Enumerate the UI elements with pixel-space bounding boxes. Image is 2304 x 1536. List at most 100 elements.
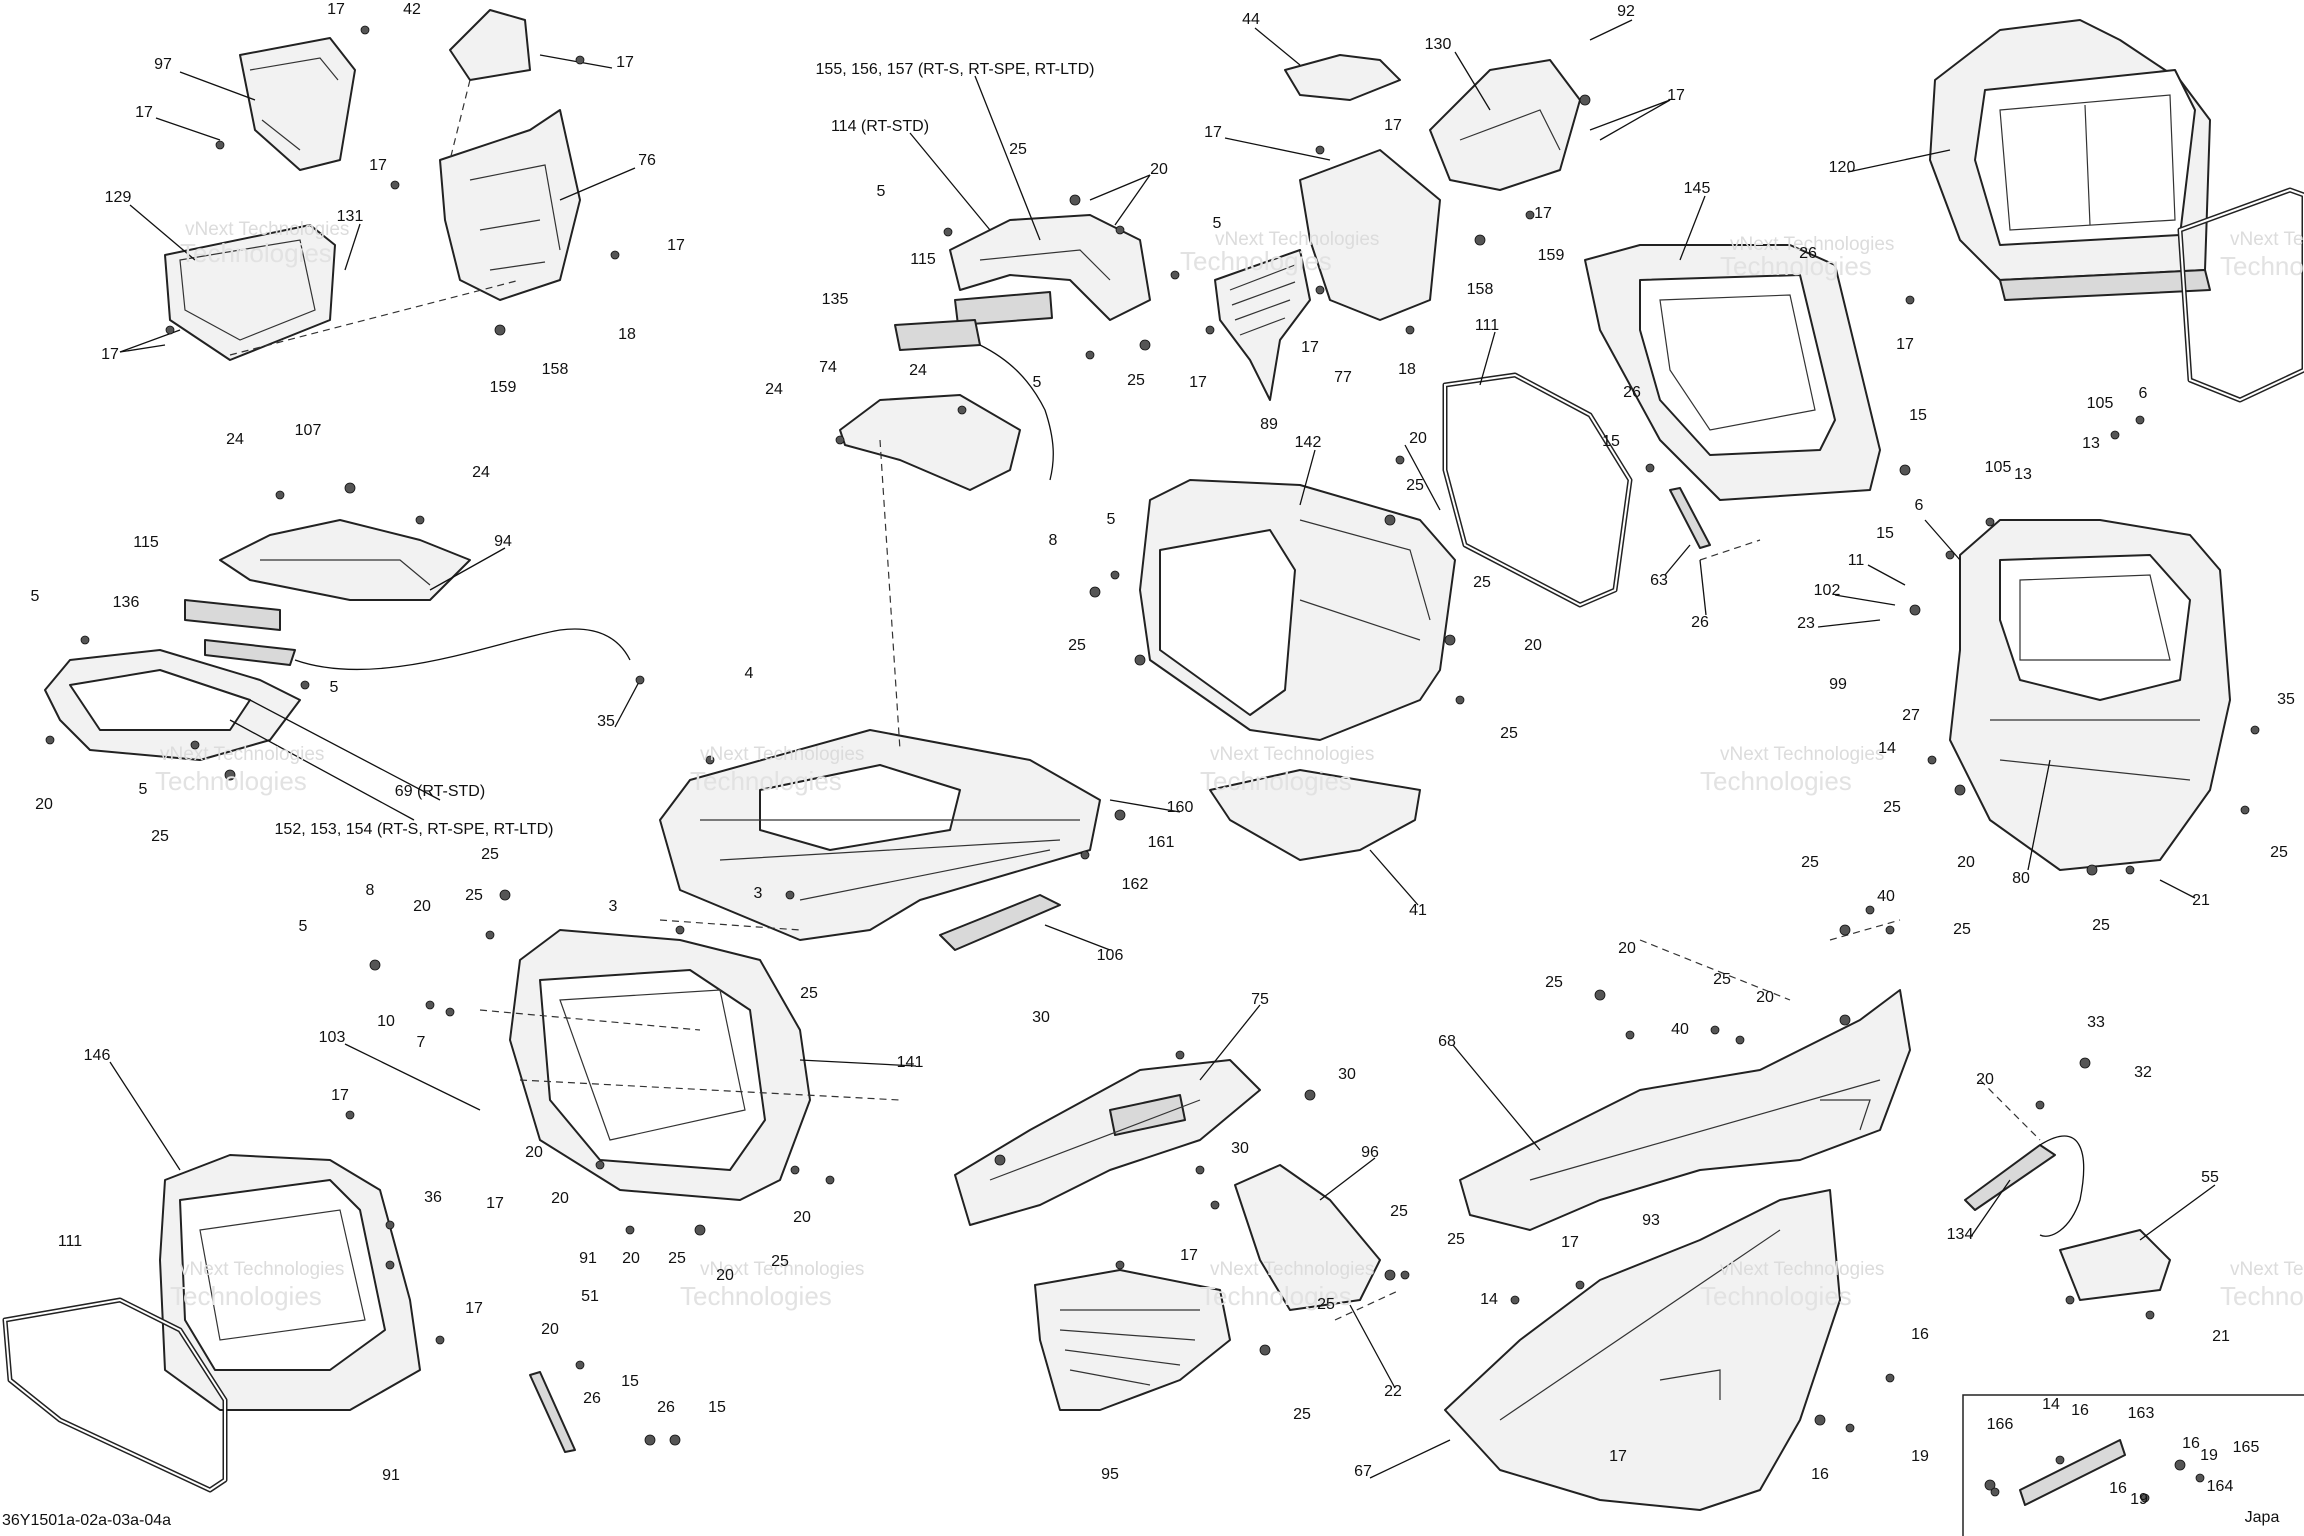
part-callout-label: 114 (RT-STD)	[831, 118, 929, 135]
part-callout-label: 136	[113, 594, 140, 611]
part-shapes	[2, 9, 2304, 1511]
part-strut-26	[529, 1371, 576, 1453]
part-callout-label: 141	[897, 1054, 924, 1071]
part-callout-label: 25	[1801, 854, 1819, 871]
part-callout-label: 20	[1976, 1071, 1994, 1088]
part-callout-label: 40	[1671, 1021, 1689, 1038]
part-callout-label: 18	[618, 326, 636, 343]
part-callout-label: 40	[1877, 888, 1895, 905]
part-callout-label: 20	[551, 1190, 569, 1207]
part-callout-label: 130	[1425, 36, 1452, 53]
part-95	[1034, 1269, 1231, 1411]
part-callout-label: 17	[1204, 124, 1222, 141]
part-callout-label: 24	[472, 464, 490, 481]
part-callout-label: 158	[1467, 281, 1494, 298]
part-callout-label: 163	[2128, 1405, 2155, 1422]
watermark: vNext Technologies	[1720, 744, 1884, 765]
part-callout-label: 24	[909, 362, 927, 379]
watermark: Technologies	[2220, 1281, 2304, 1311]
part-callout-label: 19	[2200, 1447, 2218, 1464]
part-129	[164, 224, 336, 361]
part-callout-label: 16	[1911, 1326, 1929, 1343]
part-callout-label: 25	[1500, 725, 1518, 742]
part-134	[1964, 1144, 2056, 1211]
part-callout-label: 15	[1909, 407, 1927, 424]
watermarks: vNext Technologies Technologies vNext Te…	[155, 219, 2304, 1311]
part-callout-label: 25	[1293, 1406, 1311, 1423]
part-callout-label: 69 (RT-STD)	[395, 783, 485, 800]
fasteners	[45, 25, 2260, 1446]
part-callout-label: 15	[1602, 433, 1620, 450]
watermark: Technologies	[155, 766, 307, 796]
part-callout-label: 131	[337, 208, 364, 225]
part-callout-label: 25	[151, 828, 169, 845]
watermark: vNext Technologies	[700, 744, 864, 765]
part-callout-label: 5	[299, 918, 308, 935]
part-callout-label: 25	[1447, 1231, 1465, 1248]
part-callout-label: 19	[2130, 1491, 2148, 1508]
watermark: Technologies	[1700, 766, 1852, 796]
watermark: vNext Technologies	[1730, 234, 1894, 255]
part-callout-label: 115	[910, 251, 936, 268]
watermark: Technologies	[680, 1281, 832, 1311]
part-callout-label: 20	[793, 1209, 811, 1226]
part-callout-label: 20	[541, 1321, 559, 1338]
part-callout-label: 16	[2071, 1402, 2089, 1419]
part-callout-label: 77	[1334, 369, 1352, 386]
part-97	[239, 37, 356, 171]
part-callout-label: 35	[597, 713, 615, 730]
part-callout-label: 25	[1953, 921, 1971, 938]
part-callout-label: 35	[2277, 691, 2295, 708]
part-callout-label: 17	[1667, 87, 1685, 104]
watermark: Technologies	[180, 238, 332, 268]
watermark: vNext Technologies	[180, 1259, 344, 1280]
part-callout-label: 25	[1317, 1296, 1335, 1313]
part-callout-label: 25	[771, 1253, 789, 1270]
part-callout-label: 120	[1829, 159, 1856, 176]
part-callout-label: 17	[1189, 374, 1207, 391]
part-callout-label: 25	[800, 985, 818, 1002]
part-callout-label: 17	[135, 104, 153, 121]
part-136	[204, 639, 296, 666]
part-41	[1209, 769, 1421, 861]
watermark: vNext Technologies	[2230, 229, 2304, 250]
part-callout-label: 25	[1127, 372, 1145, 389]
part-callout-label: 23	[1797, 615, 1815, 632]
watermark: vNext Technologies	[1215, 229, 1379, 250]
watermark: Technologies	[1200, 766, 1352, 796]
part-callout-label: 161	[1148, 834, 1175, 851]
part-callout-label: 16	[2109, 1480, 2127, 1497]
watermark: Technologies	[1720, 251, 1872, 281]
watermark: Technologies	[1180, 246, 1332, 276]
part-callout-label: 17	[1180, 1247, 1198, 1264]
part-callout-label: 5	[330, 679, 339, 696]
part-callout-label: 26	[1691, 614, 1709, 631]
alignment-lines	[229, 79, 2041, 1321]
part-106	[939, 894, 1061, 951]
part-callout-label: 20	[622, 1250, 640, 1267]
part-callout-label: 36Y1501a-02a-03a-04a	[2, 1512, 171, 1529]
part-74	[839, 394, 1021, 491]
part-callout-label: 5	[877, 183, 886, 200]
part-callout-label: 15	[621, 1373, 639, 1390]
part-callout-label: 111	[1475, 317, 1499, 334]
part-callout-label: 67	[1354, 1463, 1372, 1480]
part-callout-label: 17	[101, 346, 119, 363]
part-callout-label: 17	[1896, 336, 1914, 353]
watermark: vNext Technologies	[700, 1259, 864, 1280]
part-callout-label: 25	[1406, 477, 1424, 494]
part-callout-label: 4	[745, 665, 754, 682]
part-callout-label: 30	[1032, 1009, 1050, 1026]
part-callout-label: 17	[1384, 117, 1402, 134]
part-callout-label: 25	[1390, 1203, 1408, 1220]
part-callout-label: 89	[1260, 416, 1278, 433]
part-callout-label: 63	[1650, 572, 1668, 589]
part-callout-label: 6	[2139, 385, 2148, 402]
part-callout-label: 13	[2014, 466, 2032, 483]
part-42	[449, 9, 531, 81]
part-callout-label: 8	[366, 882, 375, 899]
part-callout-label: 14	[1480, 1291, 1498, 1308]
part-callout-label: 20	[1618, 940, 1636, 957]
watermark: vNext Technologies	[185, 219, 349, 240]
